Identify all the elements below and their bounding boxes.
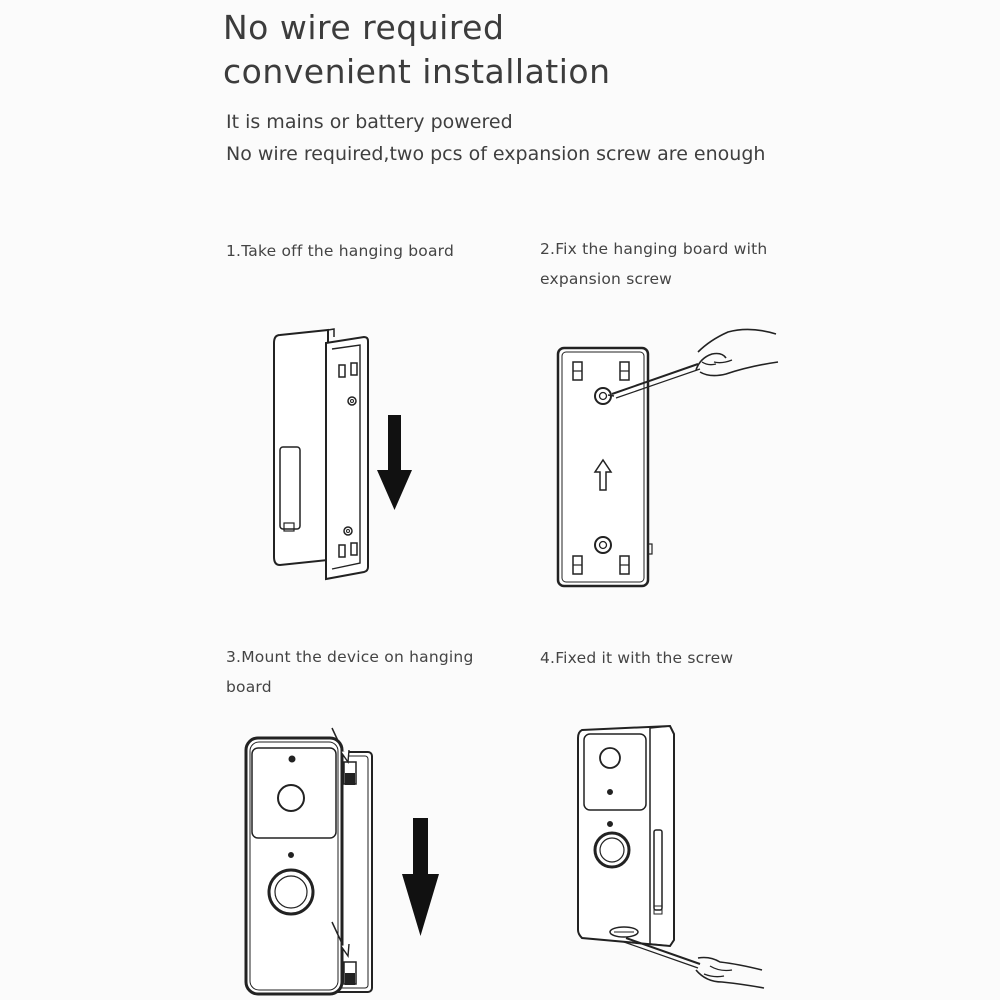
step-3-line-2: board [226, 678, 272, 696]
step-1-line-1: 1.Take off the hanging board [226, 242, 455, 260]
step-1-caption: 1.Take off the hanging board [226, 236, 454, 266]
step-3-line-1: 3.Mount the device on hanging [226, 648, 474, 666]
subtitle-line-2: No wire required,two pcs of expansion sc… [226, 143, 766, 165]
step-2-caption: 2.Fix the hanging board with expansion s… [540, 234, 767, 294]
step-3-caption: 3.Mount the device on hanging board [226, 642, 474, 702]
title-line-1: No wire required [223, 8, 505, 47]
step-2-line-1: 2.Fix the hanging board with [540, 240, 768, 258]
step-2-line-2: expansion screw [540, 270, 673, 288]
step-4-caption: 4.Fixed it with the screw [540, 643, 733, 673]
subtitle-line-1: It is mains or battery powered [226, 111, 513, 133]
page-subtitle: It is mains or battery powered No wire r… [226, 106, 765, 170]
doorbell-side-view-remove-board-icon [268, 325, 418, 590]
doorbell-fix-screw-icon [570, 720, 770, 1000]
doorbell-mount-on-board-icon [240, 722, 450, 1000]
page-title: No wire required convenient installation [223, 6, 611, 94]
step-4-line-1: 4.Fixed it with the screw [540, 649, 734, 667]
hanging-board-screwdriver-icon [550, 322, 785, 592]
title-line-2: convenient installation [223, 52, 611, 91]
